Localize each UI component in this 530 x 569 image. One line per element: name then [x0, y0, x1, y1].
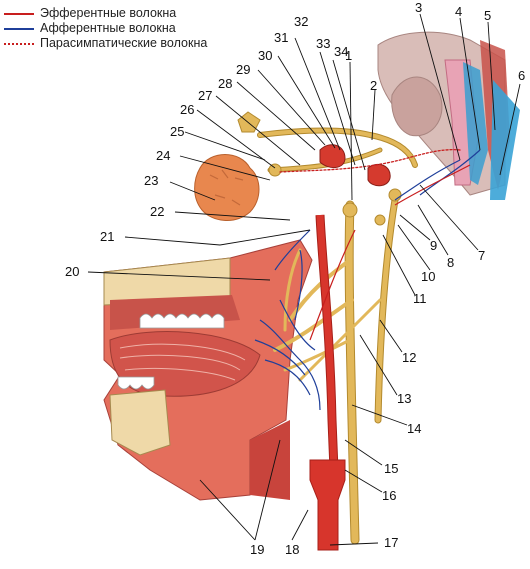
parasympathetic-line-swatch: [4, 43, 34, 45]
gland-illustration: [194, 154, 260, 221]
label-16: 16: [382, 488, 396, 503]
legend-item-efferent: Эфферентные волокна: [4, 6, 254, 21]
nerve-trunks: [237, 111, 461, 545]
label-26: 26: [180, 102, 194, 117]
label-19: 19: [250, 542, 264, 557]
label-14: 14: [407, 421, 421, 436]
label-28: 28: [218, 76, 232, 91]
label-17: 17: [384, 535, 398, 550]
label-30: 30: [258, 48, 272, 63]
label-31: 31: [274, 30, 288, 45]
label-18: 18: [285, 542, 299, 557]
legend-item-afferent: Афферентные волокна: [4, 21, 254, 36]
legend-label: Эфферентные волокна: [40, 6, 177, 20]
legend-item-parasympathetic: Парасимпатические волокна: [4, 36, 254, 51]
label-7: 7: [478, 248, 485, 263]
label-32: 32: [294, 14, 308, 29]
label-3: 3: [415, 0, 422, 15]
label-27: 27: [198, 88, 212, 103]
label-1: 1: [345, 48, 352, 63]
label-9: 9: [430, 238, 437, 253]
label-8: 8: [447, 255, 454, 270]
label-5: 5: [484, 8, 491, 23]
efferent-line-swatch: [4, 13, 34, 15]
label-13: 13: [397, 391, 411, 406]
leader-lines: [87, 13, 521, 546]
label-6: 6: [518, 68, 525, 83]
brainstem-illustration: [377, 31, 520, 200]
afferent-line-swatch: [4, 28, 34, 30]
label-22: 22: [150, 204, 164, 219]
label-2: 2: [370, 78, 377, 93]
label-34: 34: [334, 44, 348, 59]
label-11: 11: [413, 291, 427, 306]
number-labels: 1 2 3 4 5 6 7 8 9 10 11 12 13 14 15 16 1…: [65, 0, 525, 557]
label-24: 24: [156, 148, 170, 163]
artery: [309, 214, 346, 551]
label-12: 12: [402, 350, 416, 365]
head-section-illustration: [103, 239, 313, 501]
legend-label: Парасимпатические волокна: [40, 36, 208, 50]
afferent-plexus: [254, 149, 481, 411]
label-33: 33: [316, 36, 330, 51]
label-4: 4: [455, 4, 462, 19]
legend-label: Афферентные волокна: [40, 21, 176, 35]
label-15: 15: [384, 461, 398, 476]
label-23: 23: [144, 173, 158, 188]
label-25: 25: [170, 124, 184, 139]
label-21: 21: [100, 229, 114, 244]
label-10: 10: [421, 269, 435, 284]
label-29: 29: [236, 62, 250, 77]
label-20: 20: [65, 264, 79, 279]
efferent-lines: [309, 164, 471, 341]
legend: Эфферентные волокна Афферентные волокна …: [4, 6, 254, 51]
